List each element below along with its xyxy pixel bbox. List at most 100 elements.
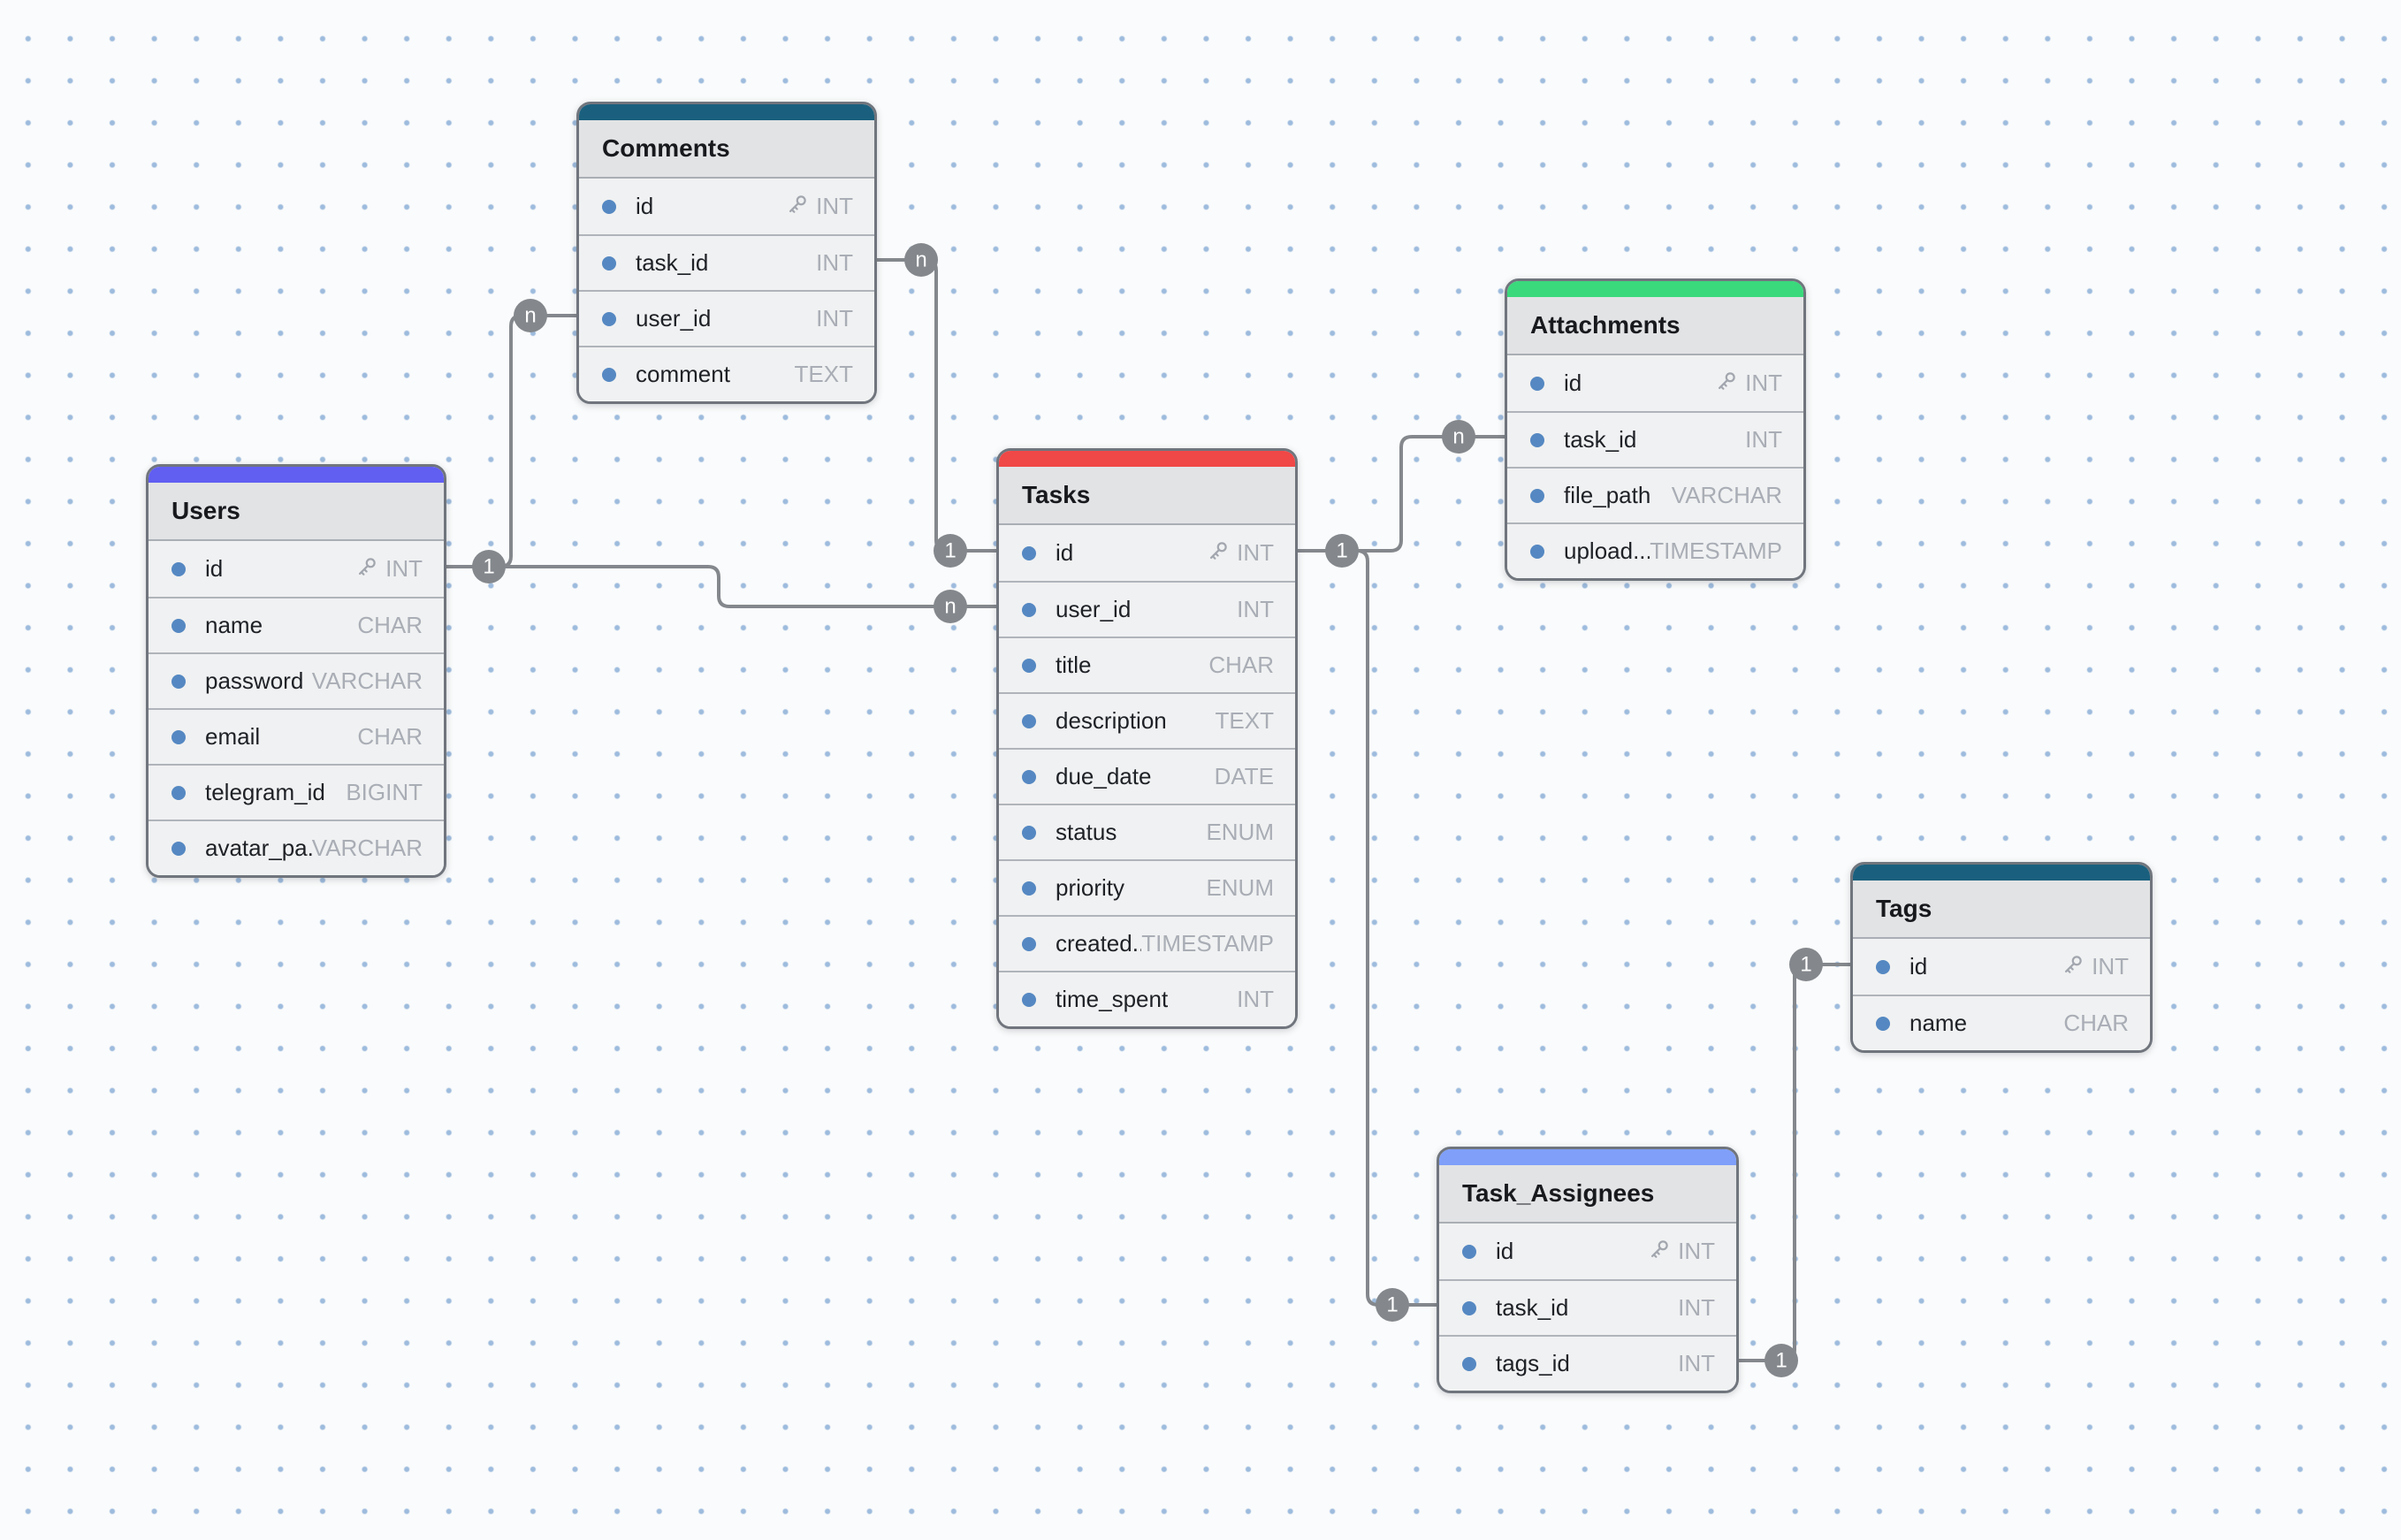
field-dot-icon [1022, 769, 1036, 784]
primary-key-icon [354, 554, 379, 583]
field-dot-icon [1022, 602, 1036, 617]
table-title-bar[interactable]: Users [149, 483, 444, 541]
cardinality-label: 1 [1775, 1349, 1787, 1373]
field-name: id [205, 555, 224, 582]
relationship-line[interactable] [446, 565, 996, 608]
field-row-id[interactable]: id INT [1439, 1224, 1736, 1279]
field-name: id [1496, 1238, 1514, 1264]
table-title-bar[interactable]: Tasks [999, 467, 1295, 525]
relationship-line[interactable] [1298, 435, 1505, 553]
field-name: created... [1056, 930, 1141, 957]
field-name: priority [1056, 874, 1125, 901]
cardinality-label: 1 [1386, 1293, 1398, 1317]
cardinality-badge: 1 [934, 534, 967, 568]
cardinality-label: n [524, 304, 536, 328]
cardinality-label: 1 [483, 555, 494, 579]
field-name: time_spent [1056, 986, 1169, 1012]
primary-key-icon [1206, 538, 1231, 568]
cardinality-label: n [1452, 425, 1464, 449]
relationship-line[interactable] [1356, 549, 1437, 1307]
field-row-id[interactable]: id INT [1507, 355, 1803, 411]
table-accent-bar [149, 467, 444, 483]
field-dot-icon [1022, 992, 1036, 1007]
table-title: Attachments [1530, 311, 1681, 339]
field-dot-icon [602, 255, 616, 271]
field-type: TIMESTAMP [1141, 930, 1274, 957]
table-title: Tasks [1022, 481, 1091, 508]
field-dot-icon [1876, 1016, 1890, 1031]
field-dot-icon [602, 199, 616, 214]
field-name: email [205, 723, 261, 750]
cardinality-badge: n [904, 243, 938, 277]
field-dot-icon [1022, 545, 1036, 560]
field-type: TEXT [794, 361, 853, 387]
field-dot-icon [1022, 713, 1036, 728]
field-type: INT [1745, 370, 1782, 396]
field-dot-icon [172, 561, 186, 576]
field-name: user_id [636, 305, 712, 332]
relationship-line[interactable] [446, 314, 576, 568]
field-row-avatar_pa[interactable]: avatar_pa...VARCHAR [149, 820, 444, 875]
relationship-line[interactable] [877, 258, 996, 553]
relationship-line[interactable] [1739, 963, 1850, 1362]
field-type: INT [1678, 1238, 1715, 1264]
field-dot-icon [602, 367, 616, 382]
table-title-bar[interactable]: Tags [1853, 881, 2150, 939]
field-row-upload[interactable]: upload...TIMESTAMP [1507, 522, 1803, 578]
table-title-bar[interactable]: Attachments [1507, 297, 1803, 355]
field-name: task_id [1564, 426, 1637, 453]
field-type: INT [1237, 596, 1274, 622]
field-row-comment[interactable]: comment TEXT [579, 346, 874, 401]
field-type: INT [2092, 953, 2129, 980]
field-dot-icon [172, 674, 186, 689]
table-accent-bar [1853, 865, 2150, 881]
primary-key-icon [1714, 369, 1739, 398]
field-name: id [1564, 370, 1582, 396]
field-type: ENUM [1206, 819, 1274, 845]
cardinality-label: 1 [1800, 953, 1811, 977]
field-dot-icon [1530, 432, 1544, 447]
field-type: CHAR [357, 612, 423, 638]
field-type: CHAR [1208, 652, 1274, 678]
field-dot-icon [172, 841, 186, 856]
field-name: telegram_id [205, 779, 325, 805]
table-title-bar[interactable]: Comments [579, 120, 874, 179]
primary-key-icon [2061, 952, 2085, 981]
table-title-bar[interactable]: Task_Assignees [1439, 1165, 1736, 1224]
field-name: comment [636, 361, 730, 387]
field-dot-icon [1462, 1300, 1476, 1315]
field-row-created[interactable]: created...TIMESTAMP [999, 915, 1295, 971]
field-type: TIMESTAMP [1650, 537, 1782, 564]
field-type: INT [1678, 1294, 1715, 1321]
